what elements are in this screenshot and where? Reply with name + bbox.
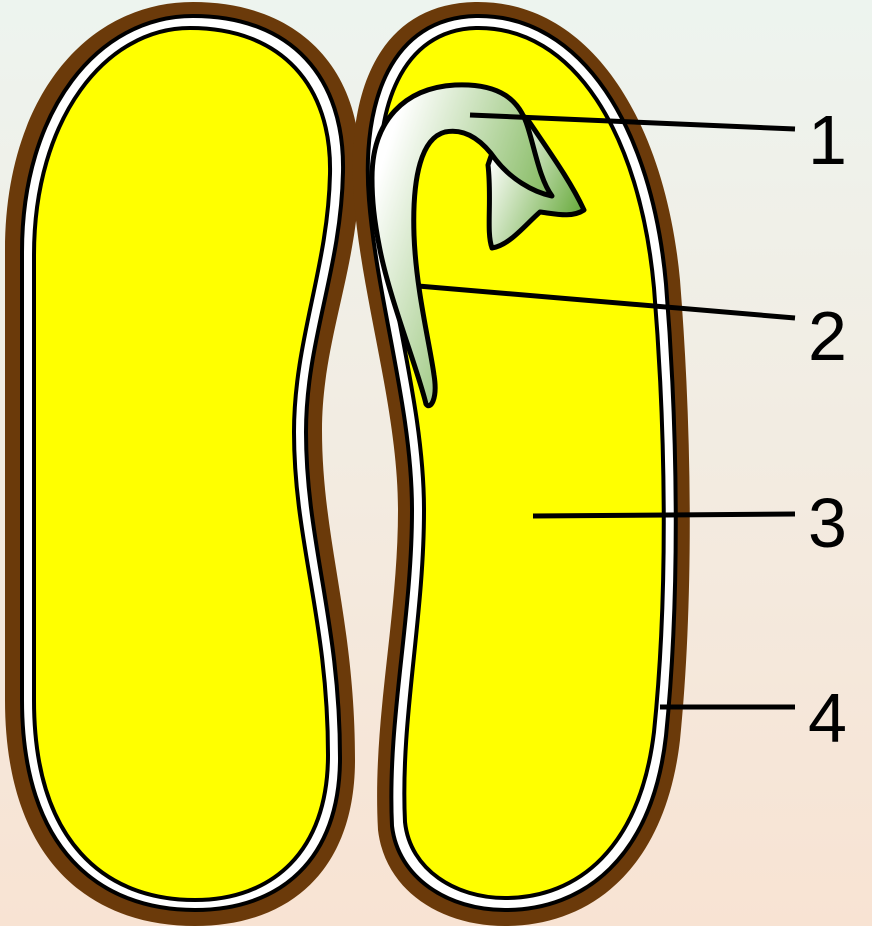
left-cotyledon — [34, 28, 330, 900]
left-seed-half — [5, 2, 360, 926]
callout-number-2: 2 — [808, 297, 847, 375]
callout-number-1: 1 — [808, 101, 847, 179]
callout-number-4: 4 — [808, 679, 847, 757]
callout-line-3 — [533, 514, 795, 516]
callout-number-3: 3 — [808, 484, 847, 562]
